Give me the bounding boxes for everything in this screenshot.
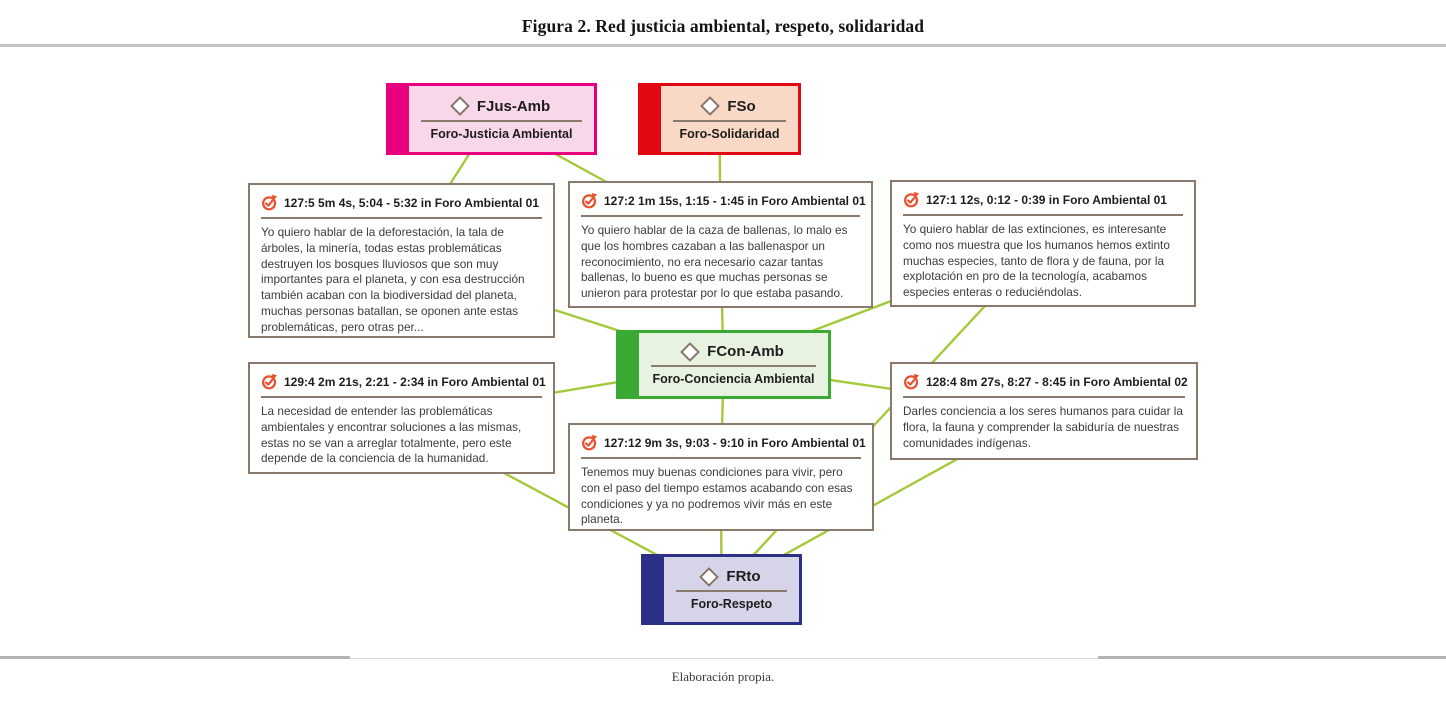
divider	[261, 396, 542, 398]
quotation-text: Yo quiero hablar de la caza de ballenas,…	[581, 223, 848, 301]
code-full-name: Foro-Conciencia Ambiental	[652, 372, 815, 386]
diamond-icon	[449, 96, 470, 116]
code-label: FJus-Amb	[476, 97, 551, 115]
divider	[651, 365, 816, 367]
diamond-icon	[700, 96, 721, 116]
divider	[421, 119, 582, 122]
quotation-header: 127:12 9m 3s, 9:03 - 9:10 in Foro Ambien…	[604, 435, 866, 450]
quotation-header: 127:2 1m 15s, 1:15 - 1:45 in Foro Ambien…	[604, 193, 866, 208]
quotation-text: La necesidad de entender las problemátic…	[261, 404, 522, 466]
quotation-header: 127:5 5m 4s, 5:04 - 5:32 in Foro Ambient…	[284, 195, 539, 210]
quotation-node-127-5[interactable]: 127:5 5m 4s, 5:04 - 5:32 in Foro Ambient…	[248, 183, 555, 338]
quotation-header: 129:4 2m 21s, 2:21 - 2:34 in Foro Ambien…	[284, 374, 546, 389]
quotation-header: 128:4 8m 27s, 8:27 - 8:45 in Foro Ambien…	[926, 374, 1188, 389]
code-node-fso[interactable]: FSo Foro-Solidaridad	[638, 83, 801, 155]
divider	[676, 590, 787, 592]
divider	[581, 457, 861, 459]
code-label: FRto	[726, 568, 761, 585]
divider	[581, 215, 860, 217]
check-circle-icon	[261, 194, 278, 211]
quotation-node-127-2[interactable]: 127:2 1m 15s, 1:15 - 1:45 in Foro Ambien…	[568, 181, 873, 308]
quotation-text: Darles conciencia a los seres humanos pa…	[903, 404, 1183, 450]
code-node-fcon-amb[interactable]: FCon-Amb Foro-Conciencia Ambiental	[616, 330, 831, 399]
check-circle-icon	[903, 373, 920, 390]
code-full-name: Foro-Respeto	[690, 597, 773, 611]
bottom-rule-right	[1098, 656, 1446, 659]
divider	[903, 214, 1183, 216]
quotation-node-128-4[interactable]: 128:4 8m 27s, 8:27 - 8:45 in Foro Ambien…	[890, 362, 1198, 460]
quotation-text: Tenemos muy buenas condiciones para vivi…	[581, 465, 853, 527]
divider	[673, 119, 786, 122]
diamond-icon	[680, 341, 701, 362]
quotation-node-127-12[interactable]: 127:12 9m 3s, 9:03 - 9:10 in Foro Ambien…	[568, 423, 874, 531]
figure-title: Figura 2. Red justicia ambiental, respet…	[521, 16, 925, 36]
top-rule	[0, 44, 1446, 47]
quotation-node-127-1[interactable]: 127:1 12s, 0:12 - 0:39 in Foro Ambiental…	[890, 180, 1196, 307]
check-circle-icon	[261, 373, 278, 390]
divider	[261, 217, 542, 219]
bottom-rule-left	[0, 656, 350, 659]
quotation-text: Yo quiero hablar de la deforestación, la…	[261, 225, 525, 334]
code-color-strip	[389, 86, 409, 152]
check-circle-icon	[581, 192, 598, 209]
figure-source-note: Elaboración propia.	[671, 669, 775, 684]
check-circle-icon	[581, 434, 598, 451]
quotation-text: Yo quiero hablar de las extinciones, es …	[903, 222, 1170, 300]
quotation-node-129-4[interactable]: 129:4 2m 21s, 2:21 - 2:34 in Foro Ambien…	[248, 362, 555, 474]
code-full-name: Foro-Solidaridad	[679, 126, 780, 141]
code-node-fjus-amb[interactable]: FJus-Amb Foro-Justicia Ambiental	[386, 83, 597, 155]
quotation-header: 127:1 12s, 0:12 - 0:39 in Foro Ambiental…	[926, 192, 1167, 207]
code-color-strip	[644, 557, 664, 622]
code-label: FCon-Amb	[707, 343, 784, 360]
code-color-strip	[641, 86, 661, 152]
check-circle-icon	[903, 191, 920, 208]
diamond-icon	[699, 566, 720, 587]
code-node-frto[interactable]: FRto Foro-Respeto	[641, 554, 802, 625]
code-label: FSo	[727, 97, 756, 115]
bottom-rule-mid	[350, 658, 1098, 659]
code-full-name: Foro-Justicia Ambiental	[430, 126, 573, 141]
divider	[903, 396, 1185, 398]
code-color-strip	[619, 333, 639, 396]
